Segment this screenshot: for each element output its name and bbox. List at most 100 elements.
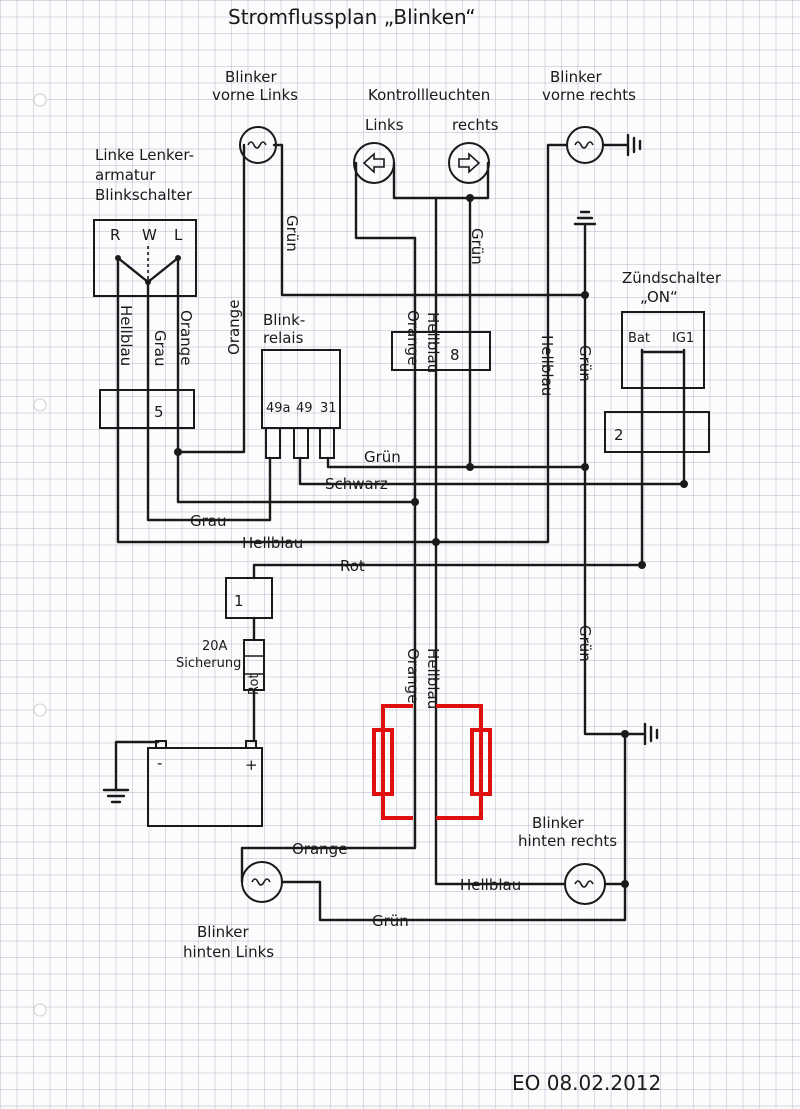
wire-kontroll-links <box>354 161 417 240</box>
wire-label-orange-trunk-top: Orange <box>404 310 422 365</box>
wire-schwarz <box>298 350 686 486</box>
label-fuse-name: Sicherung <box>176 656 241 671</box>
switch-terminal-l: L <box>174 226 183 244</box>
binder-hole <box>33 703 47 717</box>
relais-terminal-31: 31 <box>320 401 337 416</box>
label-blinker-hr-2: hinten rechts <box>518 832 617 850</box>
diagram-title: Stromflussplan „Blinken“ <box>228 5 476 29</box>
wire-rot <box>252 350 644 743</box>
switch-terminal-r: R <box>110 226 120 244</box>
blinkrelais <box>261 349 341 429</box>
connector-8-label: 8 <box>450 346 460 364</box>
label-zuendschalter-1: Zündschalter <box>622 269 722 287</box>
wire-label-schwarz: Schwarz <box>325 475 388 493</box>
wire-label-orange-trunk-low: Orange <box>404 648 422 703</box>
label-blinker-vl-2: vorne Links <box>212 86 298 104</box>
battery-terminal-minus <box>155 740 167 749</box>
connector-5-label: 5 <box>154 403 164 421</box>
label-lenker-1: Linke Lenker- <box>95 146 194 164</box>
wire-label-orange-rear: Orange <box>292 840 347 858</box>
wire-label-grau-switch: Grau <box>151 330 169 367</box>
label-blinker-vl-1: Blinker <box>225 68 278 86</box>
label-relais-2: relais <box>263 329 304 347</box>
wire-label-gruen-rear: Grün <box>372 912 409 930</box>
relais-terminal-49a: 49a <box>266 401 291 416</box>
switch-terminal-w: W <box>142 226 157 244</box>
label-kontroll-rechts: rechts <box>452 116 499 134</box>
ground-icon <box>623 722 659 746</box>
wire-label-gruen-main: Grün <box>576 345 594 382</box>
wire-gruen-vl <box>272 143 587 297</box>
label-lenker-3: Blinkschalter <box>95 186 193 204</box>
label-blinker-hl-2: hinten Links <box>183 943 274 961</box>
kontrollleuchte-rechts <box>448 142 490 184</box>
arrow-right-icon <box>458 152 481 174</box>
blinker-vorne-links <box>239 126 277 164</box>
arrow-left-icon <box>362 152 385 174</box>
wire-gruen-relais <box>326 456 587 469</box>
signature: EO 08.02.2012 <box>512 1071 661 1095</box>
wire-label-orange-switch: Orange <box>177 310 195 365</box>
relais-pin-49a <box>265 427 281 459</box>
label-blinker-hr-1: Blinker <box>532 814 585 832</box>
label-fuse-rating: 20A <box>202 639 228 654</box>
kontrollleuchte-links <box>353 142 395 184</box>
red-highlight-resistors <box>372 704 492 820</box>
binder-hole <box>33 93 47 107</box>
zuend-terminal-ig1: IG1 <box>672 331 694 346</box>
blinkschalter <box>93 219 197 297</box>
wire-label-hellblau-switch: Hellblau <box>117 305 135 366</box>
connector-2-label: 2 <box>614 426 624 444</box>
battery-terminal-plus <box>245 740 257 749</box>
connector-1-label: 1 <box>234 592 244 610</box>
wire-orange-vl <box>176 143 246 454</box>
blinker-hinten-links <box>241 861 283 903</box>
wire-label-grau: Grau <box>190 512 227 530</box>
battery <box>147 747 263 827</box>
connector-8 <box>391 331 491 371</box>
battery-plus-label: + <box>245 756 258 774</box>
label-zuendschalter-2: „ON“ <box>640 288 678 306</box>
ground-icon <box>573 210 597 242</box>
label-blinker-hl-1: Blinker <box>197 923 250 941</box>
blinker-vorne-rechts <box>566 126 604 164</box>
connector-2 <box>604 411 710 453</box>
relais-pin-49 <box>293 427 309 459</box>
wire-orange-trunk <box>240 236 417 884</box>
wire-label-hellblau-trunk-low: Hellblau <box>424 648 442 709</box>
wire-label-orange-vl: Orange <box>225 300 243 355</box>
label-kontrollleuchten: Kontrollleuchten <box>368 86 490 104</box>
wire-label-rot: Rot <box>340 557 365 575</box>
wire-label-gruen-kontroll: Grün <box>468 228 486 265</box>
wire-hellblau-trunk <box>434 236 567 886</box>
junction-dots <box>174 194 688 888</box>
wire-grau <box>146 280 272 522</box>
wire-kontroll-bridge <box>392 161 490 200</box>
ground-icon <box>102 740 160 804</box>
binder-hole <box>33 1003 47 1017</box>
zuend-terminal-bat: Bat <box>628 331 650 346</box>
zuendschalter <box>621 311 705 389</box>
label-kontroll-links: Links <box>365 116 404 134</box>
battery-minus-label: - <box>157 754 162 772</box>
wire-label-gruen-main-low: Grün <box>576 625 594 662</box>
wire-label-rot-fuse: Rot <box>247 674 262 696</box>
wire-label-gruen: Grün <box>364 448 401 466</box>
connector-1 <box>225 577 273 619</box>
wire-gruen-main <box>583 238 627 736</box>
wire-label-hellblau: Hellblau <box>242 534 303 552</box>
wire-label-hellblau-trunk-top: Hellblau <box>424 312 442 373</box>
wire-label-hellblau-vr: Hellblau <box>538 335 556 396</box>
label-lenker-2: armatur <box>95 166 156 184</box>
relais-pin-31 <box>319 427 335 459</box>
label-blinker-vr-1: Blinker <box>550 68 603 86</box>
blinker-hinten-rechts <box>564 863 606 905</box>
wire-orange-switch <box>176 256 417 504</box>
wire-label-hellblau-rear: Hellblau <box>460 876 521 894</box>
zuend-bridge <box>640 348 686 354</box>
binder-hole <box>33 398 47 412</box>
wire-label-gruen-vl: Grün <box>283 215 301 252</box>
wire-hellblau-vr <box>116 143 569 544</box>
